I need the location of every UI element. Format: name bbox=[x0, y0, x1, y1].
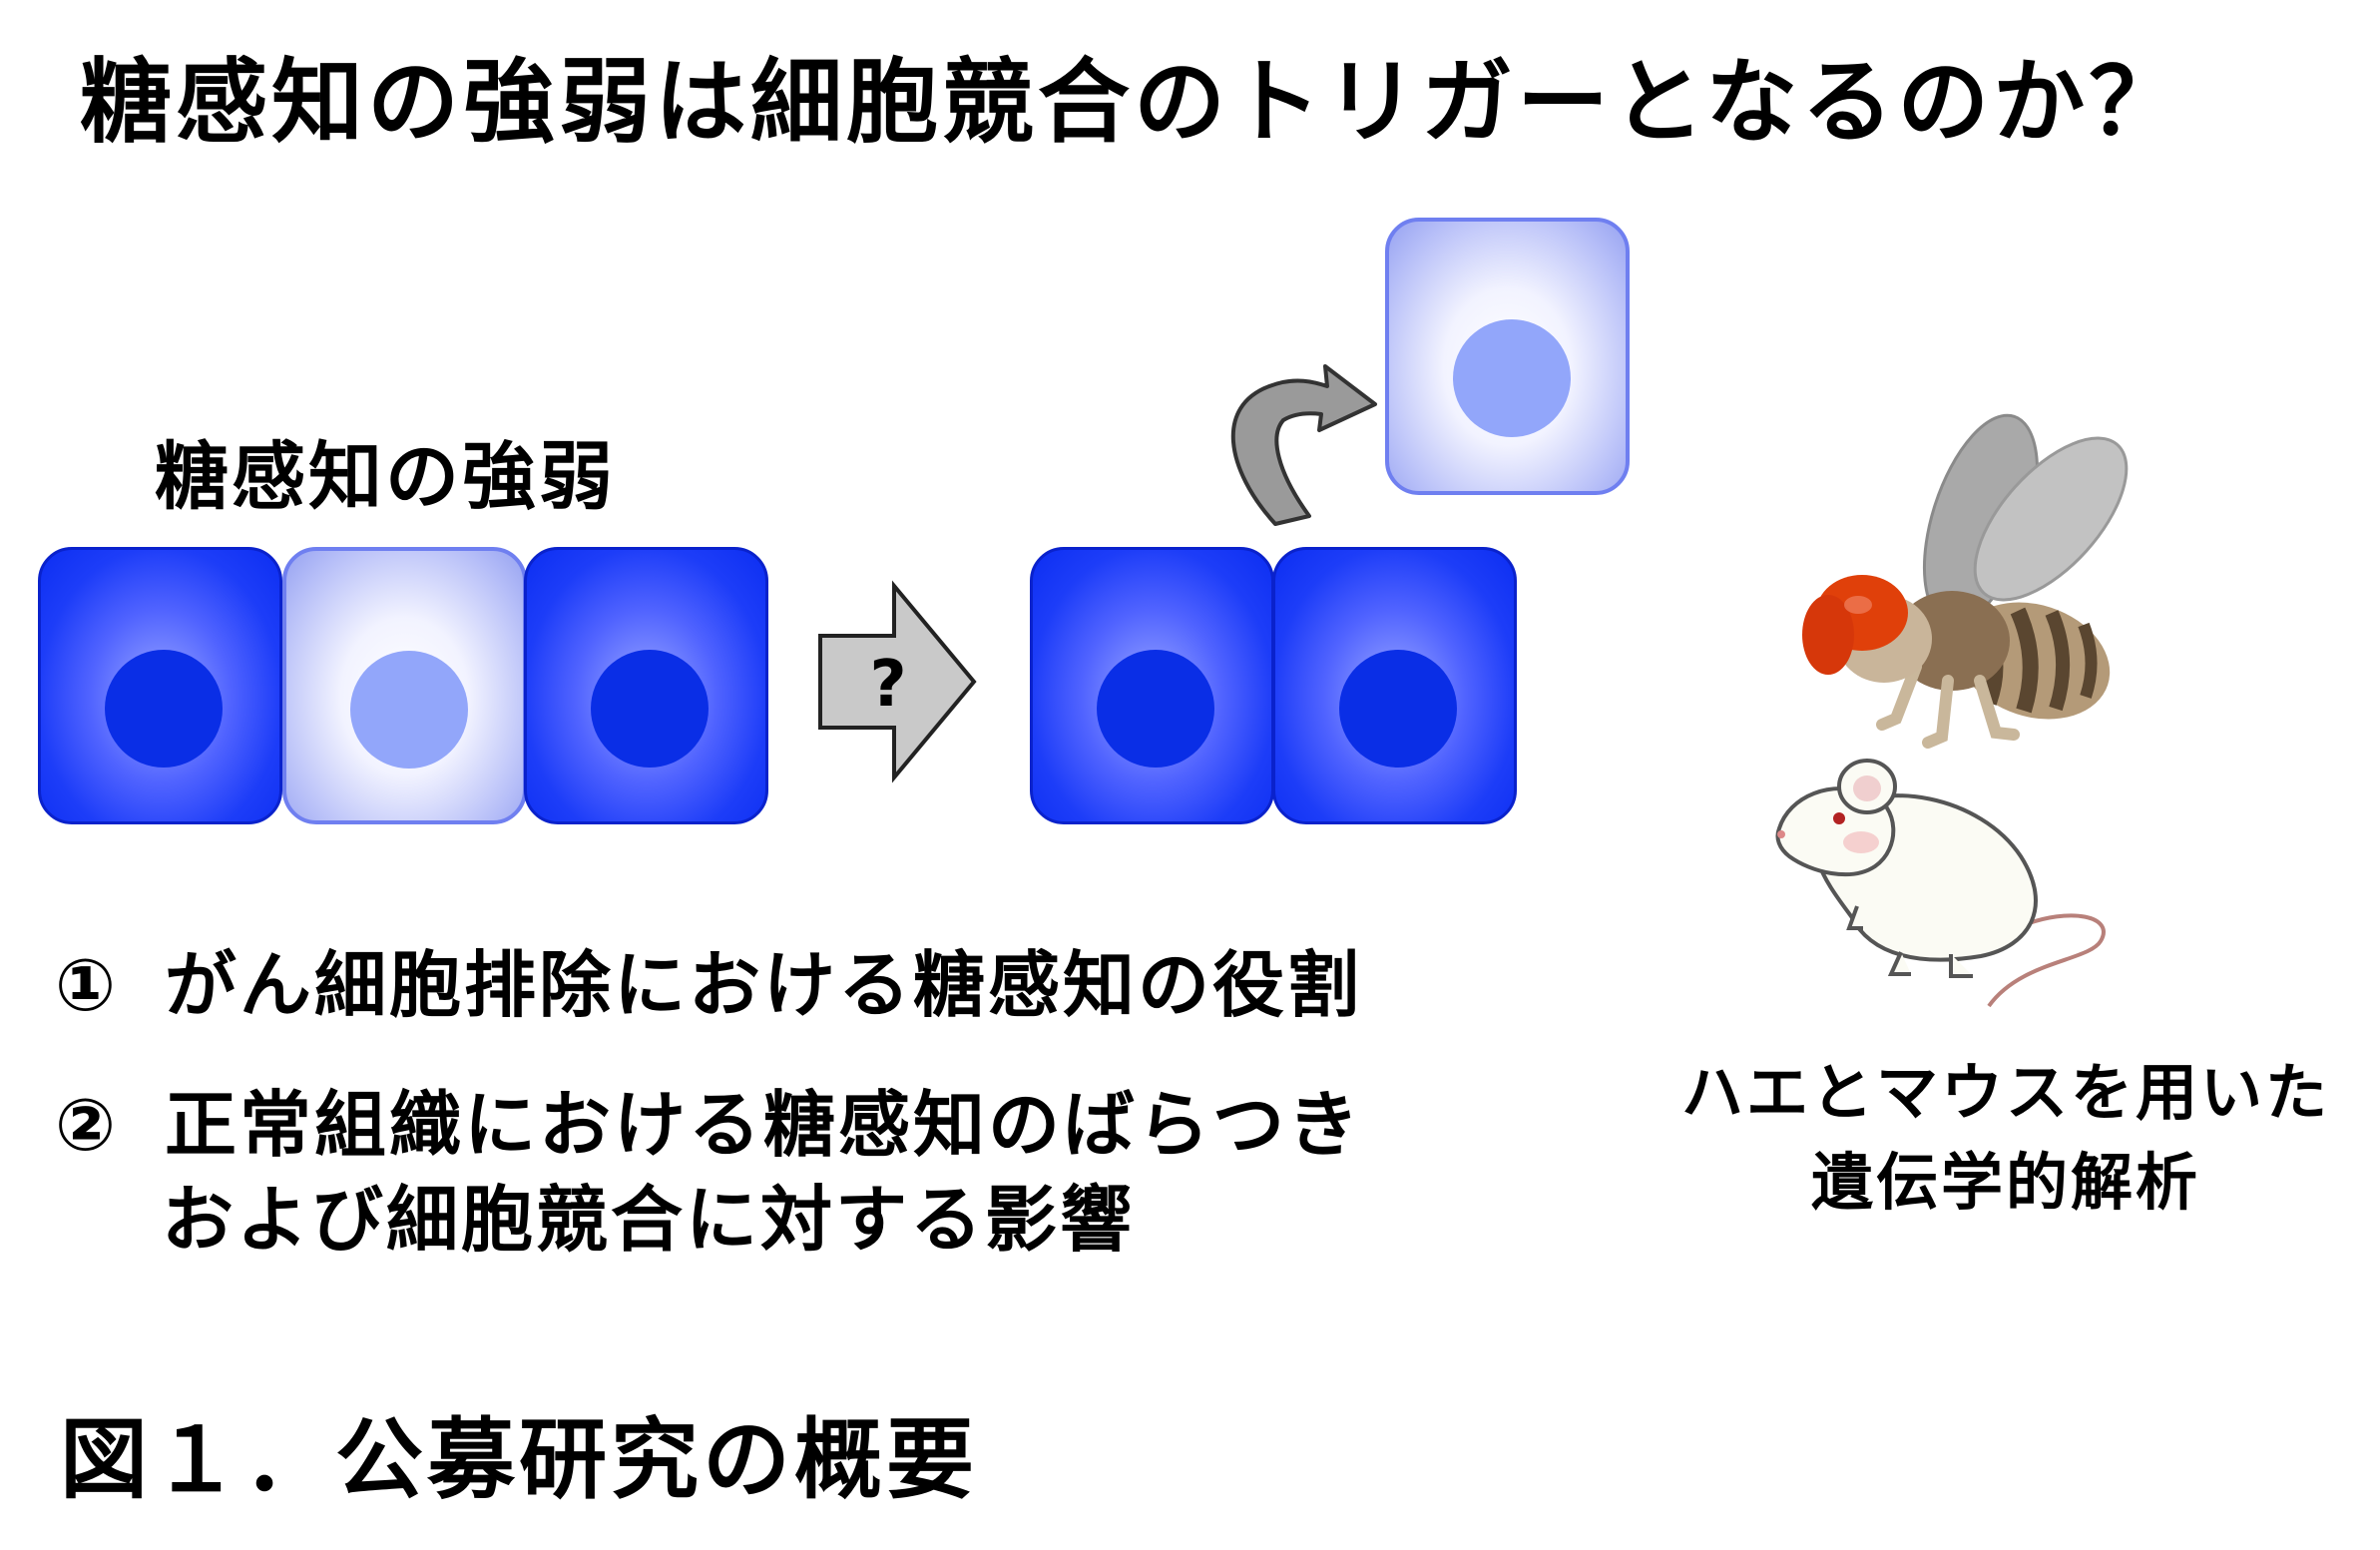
strong-sensing-cell-left bbox=[38, 547, 282, 824]
figure-caption: 図１．公募研究の概要 bbox=[60, 1408, 979, 1511]
item-text: がん細胞排除における糖感知の役割 bbox=[165, 943, 1363, 1027]
research-item-1: ① がん細胞排除における糖感知の役割 bbox=[55, 926, 1362, 1031]
cell-nucleus bbox=[350, 651, 468, 769]
cell-nucleus bbox=[1097, 650, 1214, 768]
item-marker: ② bbox=[55, 1083, 119, 1167]
remaining-strong-cell-right bbox=[1272, 547, 1517, 824]
question-arrow-icon: ? bbox=[818, 580, 977, 783]
research-item-2: ② 正常組織における糖感知のばらつき bbox=[55, 1066, 1362, 1171]
species-note: ハエとマウスを用いた 遺伝学的解析 bbox=[1637, 1048, 2375, 1228]
species-note-line1: ハエとマウスを用いた bbox=[1680, 1056, 2330, 1129]
question-mark-label: ? bbox=[869, 648, 906, 722]
item-text: 正常組織における糖感知のばらつき bbox=[165, 1083, 1363, 1167]
remaining-strong-cell-left bbox=[1030, 547, 1274, 824]
species-note-line2: 遺伝学的解析 bbox=[1810, 1146, 2200, 1219]
cell-sensing-label: 糖感知の強弱 bbox=[155, 434, 616, 520]
page-title: 糖感知の強弱は細胞競合のトリガーとなるのか？ bbox=[80, 49, 2185, 156]
strong-sensing-cell-right bbox=[524, 547, 768, 824]
expelled-weak-cell bbox=[1385, 218, 1630, 495]
fly-illustration bbox=[1802, 413, 2129, 749]
research-item-2-continuation: および細胞競合に対する影響 bbox=[162, 1178, 1136, 1262]
cell-nucleus bbox=[105, 650, 223, 768]
item-marker: ① bbox=[55, 943, 119, 1027]
cell-nucleus bbox=[1339, 650, 1457, 768]
mouse-illustration bbox=[1775, 759, 2106, 1008]
cell-nucleus bbox=[591, 650, 709, 768]
elimination-curved-arrow-icon bbox=[1230, 364, 1377, 526]
weak-sensing-cell bbox=[282, 547, 527, 824]
cell-nucleus bbox=[1453, 319, 1571, 437]
